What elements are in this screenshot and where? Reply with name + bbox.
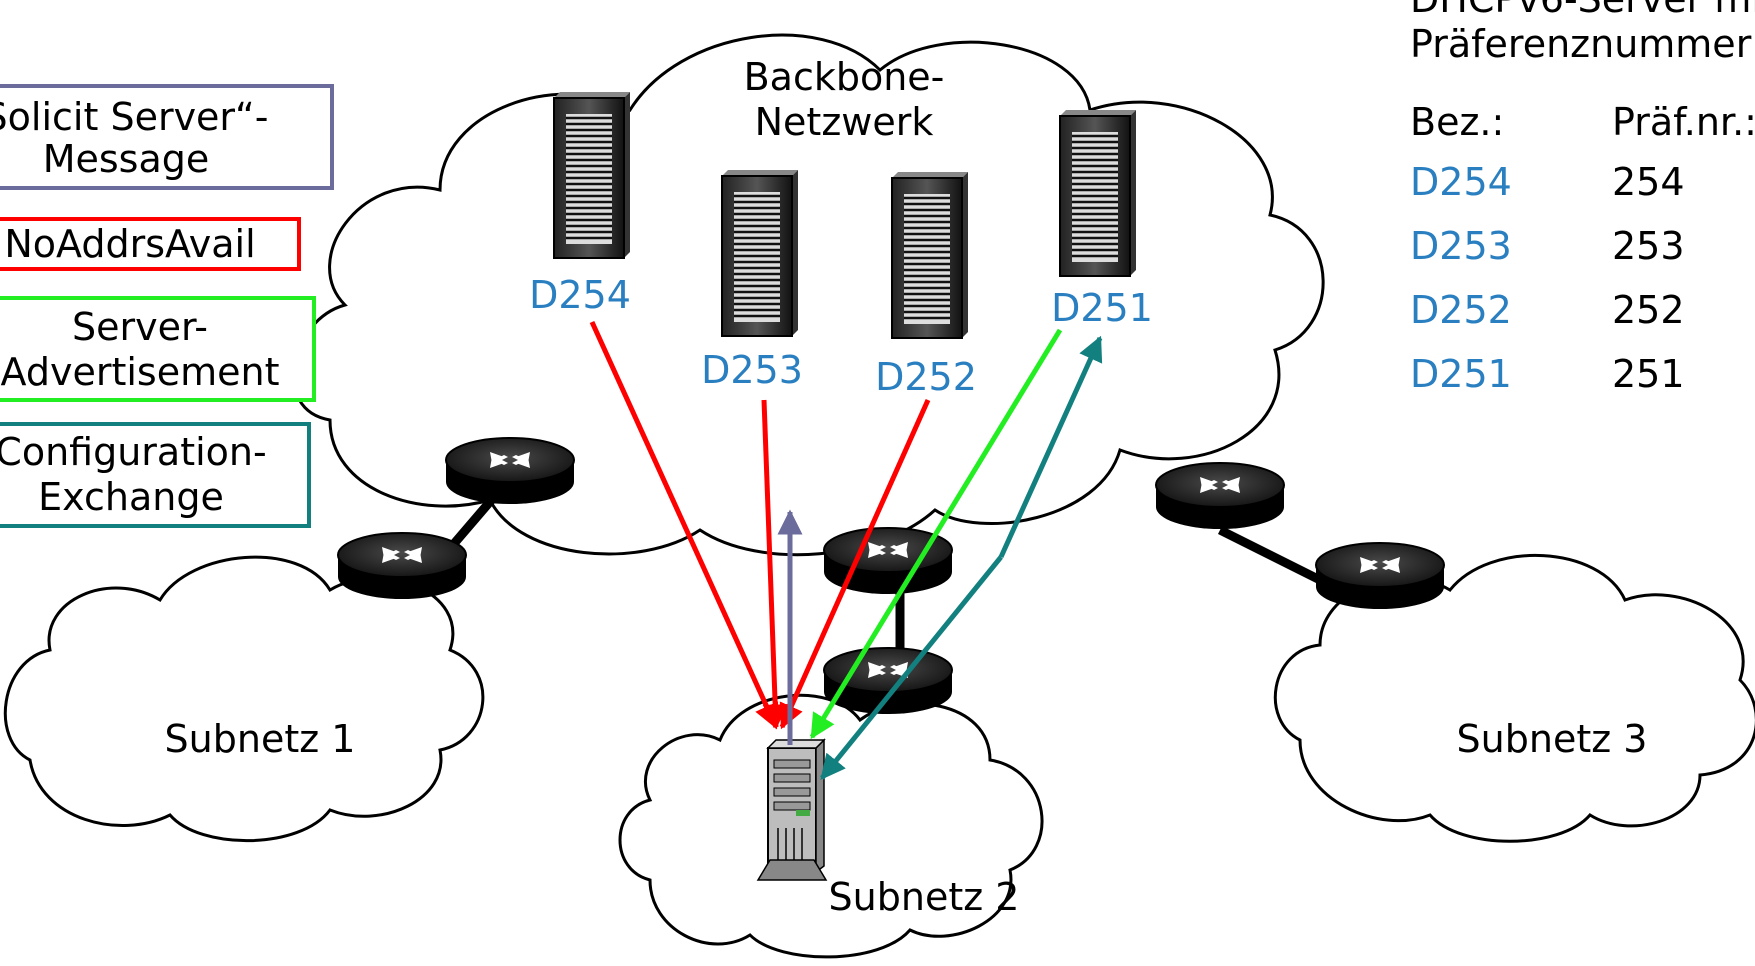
backbone-label-line2: Netzwerk — [755, 100, 934, 144]
legend: Solicit Server“- Message NoAddrsAvail Se… — [0, 84, 334, 528]
legend-config-line2: Exchange — [38, 475, 224, 519]
router-subnet3 — [1315, 542, 1445, 610]
legend-config-line1: Configuration- — [0, 430, 267, 474]
legend-noaddrs-box — [0, 217, 301, 271]
arrow-noaddrs-d252 — [779, 398, 931, 730]
subnet2-label: Subnetz 2 — [829, 875, 1020, 919]
arrow-config-up — [998, 335, 1103, 559]
table-title-line2: Präferenznummer: — [1410, 22, 1755, 66]
subnet1-label: Subnetz 1 — [165, 717, 356, 761]
client-pc-icon — [756, 738, 828, 881]
server-d252-label: D252 — [875, 355, 977, 399]
table-row-name: D254 — [1410, 160, 1512, 204]
arrow-noaddrs-d254 — [589, 320, 779, 730]
link-router-subnet3 — [1217, 525, 1323, 585]
router-subnet1 — [337, 532, 467, 600]
arrow-noaddrs-d253 — [761, 399, 788, 730]
server-d251-label: D251 — [1051, 286, 1153, 330]
router-backbone-right — [1155, 462, 1285, 530]
router-backbone-left — [445, 437, 575, 505]
table-row-pref: 253 — [1612, 224, 1685, 268]
server-d254-label: D254 — [529, 273, 631, 317]
arrow-advertisement — [809, 328, 1063, 740]
table-row-name: D251 — [1410, 352, 1512, 396]
legend-solicit-line2: Message — [43, 137, 210, 181]
backbone-label-line1: Backbone- — [744, 55, 945, 99]
server-table: DHCPv6-Server mit Präferenznummer: Bez.:… — [1410, 0, 1755, 396]
subnet1-cloud — [3, 555, 485, 843]
server-d253-label: D253 — [701, 348, 803, 392]
legend-config-box — [0, 422, 311, 528]
table-row-pref: 252 — [1612, 288, 1685, 332]
legend-advert-line2: Advertisement — [1, 350, 280, 394]
legend-advert-line1: Server- — [72, 305, 208, 349]
table-row-name: D253 — [1410, 224, 1512, 268]
server-d251-icon — [1058, 108, 1138, 278]
server-d253-icon — [720, 168, 800, 338]
legend-advert-box — [0, 296, 316, 402]
subnet3-label: Subnetz 3 — [1457, 717, 1648, 761]
server-d254-icon — [552, 90, 632, 260]
table-header-name: Bez.: — [1410, 100, 1504, 144]
table-row-pref: 254 — [1612, 160, 1685, 204]
legend-noaddrs-label: NoAddrsAvail — [4, 222, 255, 266]
table-row-name: D252 — [1410, 288, 1512, 332]
legend-solicit-line1: Solicit Server“- — [0, 95, 268, 139]
subnet2-cloud — [618, 693, 1044, 959]
table-row-pref: 251 — [1612, 352, 1685, 396]
server-d252-icon — [890, 170, 970, 340]
legend-solicit-box — [0, 84, 334, 190]
table-title-line1: DHCPv6-Server mit — [1410, 0, 1755, 21]
table-header-pref: Präf.nr.: — [1612, 100, 1755, 144]
arrow-config-down — [820, 555, 1003, 780]
